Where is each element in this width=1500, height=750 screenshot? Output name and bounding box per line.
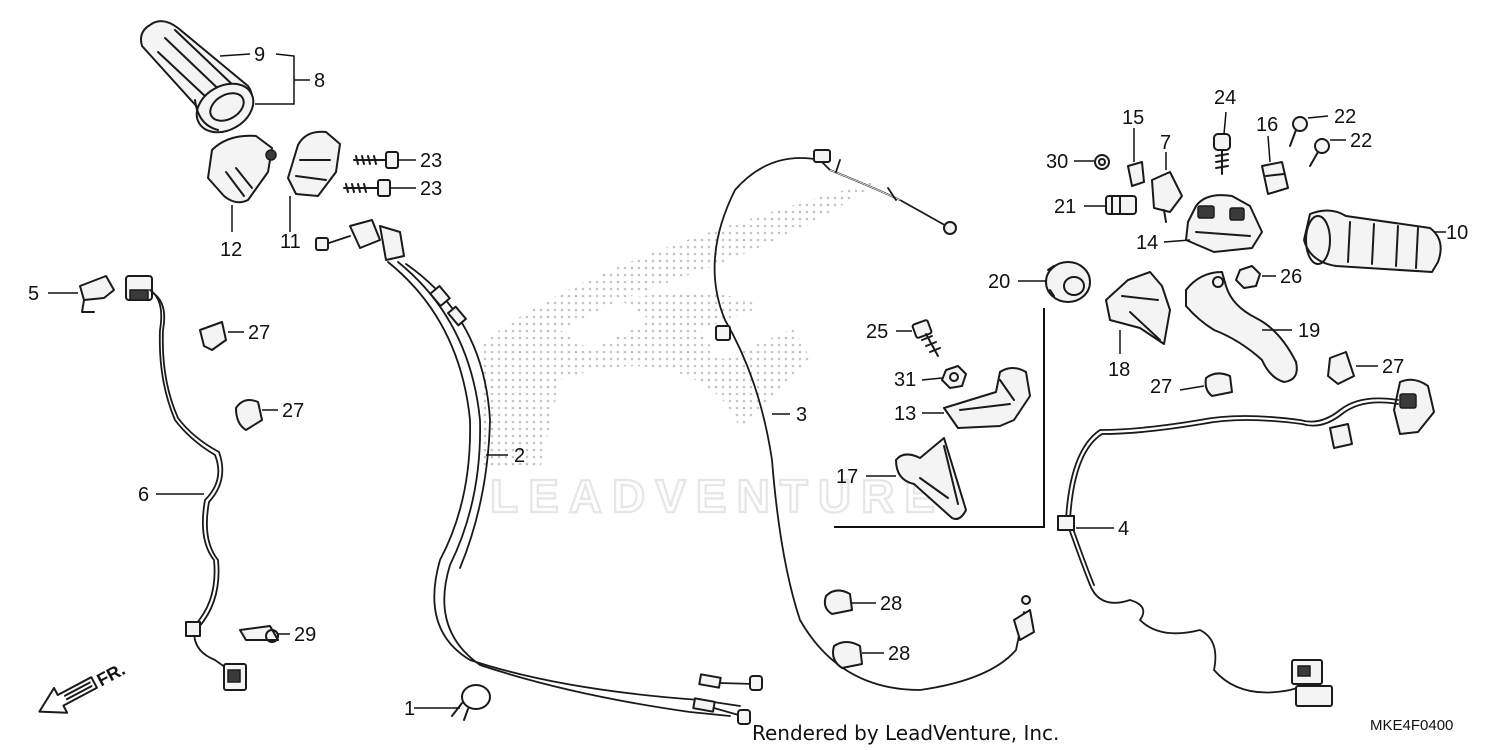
- throttle-housing-cover[interactable]: [287, 130, 341, 197]
- callout-15: 15: [1122, 107, 1144, 129]
- callout-11: 11: [280, 231, 301, 253]
- callout-2: 2: [514, 445, 525, 467]
- nut-26[interactable]: [1235, 265, 1261, 289]
- callout-30: 30: [1046, 151, 1068, 173]
- lever-bracket-18[interactable]: [1105, 271, 1171, 345]
- cover-16[interactable]: [1261, 161, 1289, 195]
- clip-29[interactable]: [239, 625, 279, 643]
- band-clip-27-a[interactable]: [199, 321, 227, 351]
- callout-4: 4: [1118, 518, 1129, 540]
- callout-28-a: 28: [880, 593, 902, 615]
- sub-assembly-frame: [834, 308, 1045, 528]
- render-credit: Rendered by LeadVenture, Inc.: [752, 721, 1059, 745]
- switch-clip-5[interactable]: [79, 275, 115, 313]
- clutch-lever-19[interactable]: [1185, 271, 1298, 383]
- bolt-24[interactable]: [1213, 133, 1231, 175]
- callout-16: 16: [1256, 114, 1278, 136]
- right-grip-10[interactable]: [1303, 209, 1442, 273]
- callout-17: 17: [836, 466, 858, 488]
- callout-9: 9: [254, 44, 265, 66]
- throttle-grip[interactable]: [140, 20, 262, 142]
- callout-10: 10: [1446, 222, 1468, 244]
- callout-21: 21: [1054, 196, 1076, 218]
- cable-band-1[interactable]: [451, 684, 491, 721]
- callout-14: 14: [1136, 232, 1158, 254]
- callout-27-b: 27: [282, 400, 304, 422]
- callout-3: 3: [796, 404, 807, 426]
- leader-lines: [48, 53, 1446, 709]
- clip-15[interactable]: [1127, 161, 1145, 187]
- callout-19: 19: [1298, 320, 1320, 342]
- lever-guard-17[interactable]: [895, 437, 967, 520]
- callout-27-c: 27: [1150, 376, 1172, 398]
- throttle-cables[interactable]: [315, 219, 763, 725]
- callout-24: 24: [1214, 87, 1236, 109]
- front-direction-arrow: FR.: [38, 659, 128, 714]
- callout-1: 1: [404, 698, 415, 720]
- switch-7[interactable]: [1151, 171, 1183, 223]
- cable-clamp-28-b[interactable]: [832, 641, 863, 669]
- callout-23-lower: 23: [420, 178, 442, 200]
- callout-8: 8: [314, 70, 325, 92]
- callout-25: 25: [866, 321, 888, 343]
- callout-6: 6: [138, 484, 149, 506]
- callout-31: 31: [894, 369, 916, 391]
- callout-7: 7: [1160, 132, 1171, 154]
- callout-labels: 1 2 3 4 5 6 7 8 9 10 11 12 13 14 15 16 1…: [28, 44, 1468, 720]
- callout-12: 12: [220, 239, 242, 261]
- callout-18: 18: [1108, 359, 1130, 381]
- screw-30[interactable]: [1094, 154, 1110, 170]
- cable-adjuster-20[interactable]: [1045, 261, 1091, 303]
- lever-holder-13[interactable]: [943, 367, 1031, 429]
- nut-31[interactable]: [941, 365, 967, 389]
- bolt-25[interactable]: [911, 319, 941, 357]
- callout-28-b: 28: [888, 643, 910, 665]
- callout-5: 5: [28, 283, 39, 305]
- cable-clamp-28-a[interactable]: [823, 589, 853, 615]
- callout-13: 13: [894, 403, 916, 425]
- fr-label: FR.: [93, 659, 128, 690]
- bolt-23-lower[interactable]: [343, 179, 391, 197]
- watermark-text: LEADVENTURE: [490, 470, 945, 522]
- bolt-23-upper[interactable]: [353, 151, 399, 169]
- callout-22-lower: 22: [1350, 130, 1372, 152]
- screw-22-upper[interactable]: [1289, 116, 1308, 147]
- wire-harness-right[interactable]: [1057, 378, 1435, 707]
- connector-21[interactable]: [1105, 195, 1137, 215]
- callout-26: 26: [1280, 266, 1302, 288]
- callout-23-upper: 23: [420, 150, 442, 172]
- callout-27-d: 27: [1382, 356, 1404, 378]
- callout-20: 20: [988, 271, 1010, 293]
- callout-27-a: 27: [248, 322, 270, 344]
- watermark-logo: LEADVENTURE: [480, 180, 945, 523]
- screw-22-lower[interactable]: [1309, 138, 1330, 167]
- diagram-code: MKE4F0400: [1370, 717, 1453, 734]
- band-clip-27-c[interactable]: [1204, 372, 1233, 397]
- switch-assembly-14[interactable]: [1185, 194, 1263, 253]
- wire-harness-left[interactable]: [125, 275, 247, 691]
- throttle-housing[interactable]: [207, 134, 277, 204]
- callout-29: 29: [294, 624, 316, 646]
- band-clip-27-d[interactable]: [1327, 351, 1355, 385]
- callout-22-upper: 22: [1334, 106, 1356, 128]
- band-clip-27-b[interactable]: [235, 399, 263, 431]
- clutch-cable[interactable]: [713, 149, 1035, 691]
